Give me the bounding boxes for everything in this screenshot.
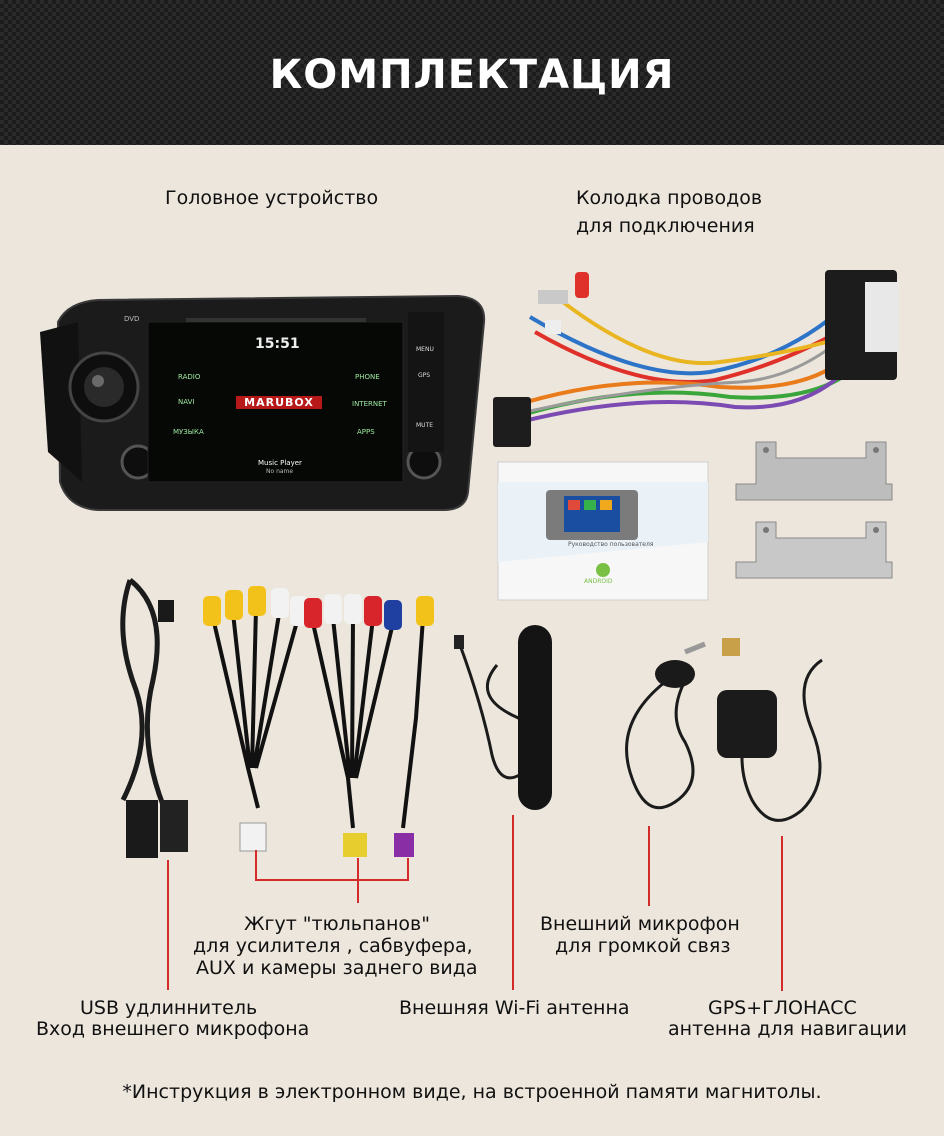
gps-label-line2: антенна для навигации — [668, 1018, 907, 1040]
head-unit-label: Головное устройство — [165, 187, 379, 209]
usb-extension-image — [120, 578, 188, 858]
rca-callout-line-left — [255, 850, 257, 880]
header-banner: КОМПЛЕКТАЦИЯ — [0, 0, 944, 145]
screen-now-playing: Music Player — [258, 459, 302, 467]
screen-menu-phone[interactable]: PHONE — [355, 373, 380, 381]
rca-callout-line-mid — [357, 858, 359, 880]
rca-label-line3: AUX и камеры заднего вида — [196, 957, 478, 979]
wifi-antenna-image — [454, 625, 552, 810]
side-button-menu[interactable]: MENU — [416, 346, 434, 353]
manual-caption: Руководство пользователя — [568, 541, 654, 548]
gps-callout-line — [781, 836, 783, 991]
wiring-harness-image — [493, 270, 899, 447]
usb-label-line1: USB удлиннитель — [80, 997, 258, 1019]
side-button-gps[interactable]: GPS — [418, 372, 431, 379]
rca-callout-line-horizontal — [255, 879, 409, 881]
mic-label-line1: Внешний микрофон — [540, 913, 740, 935]
rca-harness-image — [203, 586, 434, 857]
rca-label-line2: для усилителя , сабвуфера, — [193, 935, 473, 957]
wifi-callout-line — [512, 815, 514, 990]
rca-callout-line-down — [357, 879, 359, 903]
dvd-label: DVD — [124, 315, 140, 323]
microphone-image — [625, 641, 706, 810]
usb-callout-line — [167, 860, 169, 990]
rca-callout-line-right — [407, 858, 409, 880]
screen-now-playing-sub: No name — [266, 468, 294, 475]
page-title: КОМПЛЕКТАЦИЯ — [269, 52, 675, 98]
gps-label-line1: GPS+ГЛОНАСС — [708, 997, 857, 1019]
screen-menu-internet[interactable]: INTERNET — [352, 400, 387, 408]
mounting-brackets-image — [735, 441, 893, 579]
usb-label-line2: Вход внешнего микрофона — [36, 1018, 310, 1040]
mic-callout-line — [648, 826, 650, 906]
screen-brand: MARUBOX — [236, 396, 322, 409]
screen-menu-radio[interactable]: RADIO — [178, 373, 201, 381]
footnote: *Инструкция в электронном виде, на встро… — [122, 1081, 822, 1103]
rca-label-line1: Жгут "тюльпанов" — [244, 913, 430, 935]
wifi-label: Внешняя Wi-Fi антенна — [399, 997, 630, 1019]
user-manual-image — [497, 461, 709, 601]
screen-time: 15:51 — [255, 336, 300, 352]
side-button-mute[interactable]: MUTE — [416, 422, 434, 429]
screen-menu-music[interactable]: МУЗЫКА — [173, 428, 204, 436]
wiring-label-line1: Колодка проводов — [576, 187, 763, 209]
screen-menu-navi[interactable]: NAVI — [178, 398, 195, 406]
mic-label-line2: для громкой связ — [555, 935, 731, 957]
screen-menu-apps[interactable]: APPS — [357, 428, 375, 436]
wiring-label-line2: для подключения — [576, 215, 755, 237]
manual-logo-text: ANDROID — [584, 578, 613, 585]
gps-antenna-image — [717, 638, 823, 822]
